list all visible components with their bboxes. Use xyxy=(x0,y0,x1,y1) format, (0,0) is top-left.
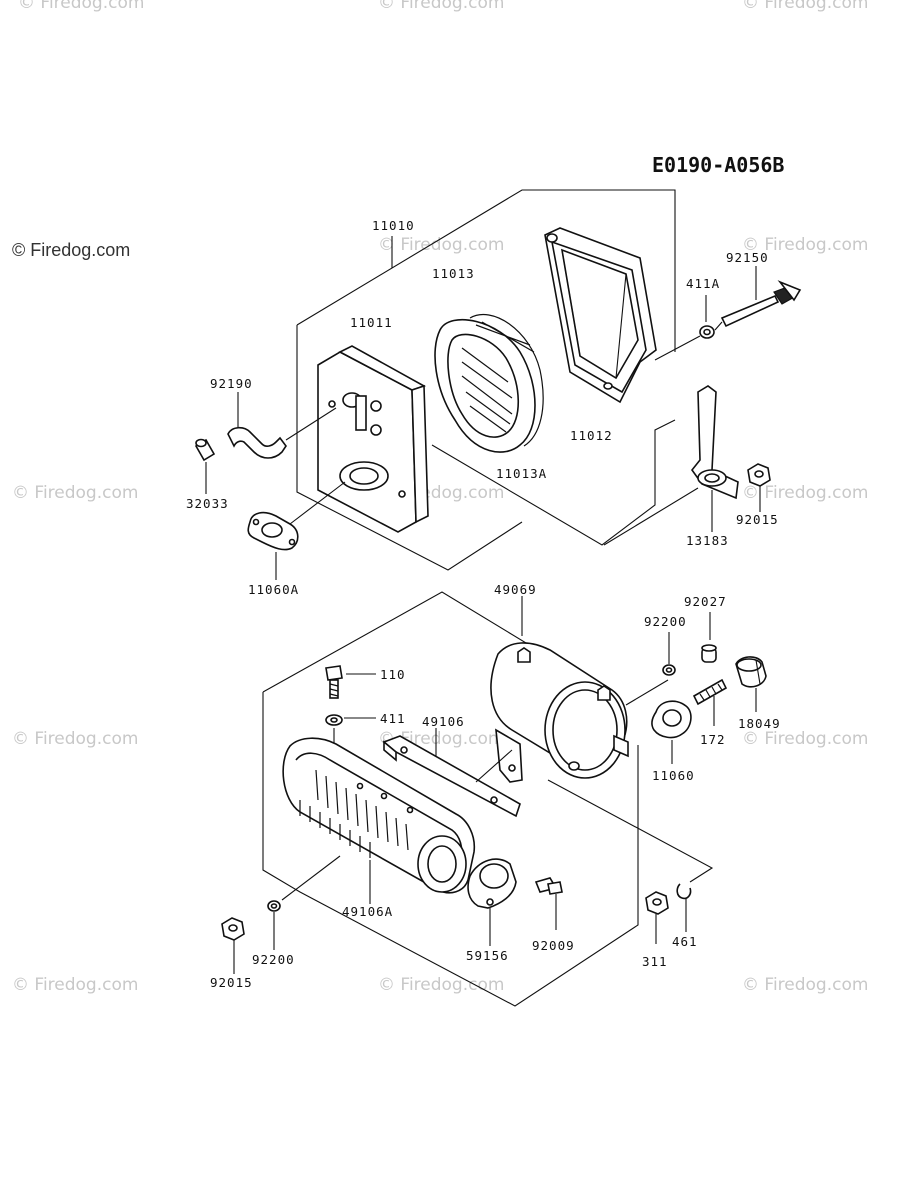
watermark: © Firedog.com xyxy=(742,975,868,995)
part-label: 59156 xyxy=(466,948,509,963)
leader-line xyxy=(285,407,337,441)
part-label: 172 xyxy=(700,732,726,747)
group-frame xyxy=(296,189,676,352)
leader-line xyxy=(654,335,701,361)
part-label: 13183 xyxy=(686,533,729,548)
watermark: © Firedog.com xyxy=(742,483,868,503)
nut-311 xyxy=(645,891,669,915)
tail-pipe-59156 xyxy=(467,858,517,909)
part-label: 411A xyxy=(686,276,720,291)
group-frame xyxy=(547,779,714,883)
watermark: © Firedog.com xyxy=(742,235,868,255)
collar-92027 xyxy=(701,644,717,663)
copyright-notice: © Firedog.com xyxy=(12,240,130,260)
part-label: 92015 xyxy=(736,512,779,527)
nut-92015-upper xyxy=(747,463,771,487)
part-label: 92190 xyxy=(210,376,253,391)
watermark: © Firedog.com xyxy=(18,0,144,13)
washer-hole xyxy=(665,667,673,673)
part-label: 92027 xyxy=(684,594,727,609)
group-frame xyxy=(431,419,676,546)
group-frame xyxy=(262,692,639,1007)
group-frame xyxy=(296,325,523,571)
leader-line xyxy=(625,679,669,706)
part-label: 110 xyxy=(380,667,406,682)
stud-172 xyxy=(692,678,728,706)
part-label: 11012 xyxy=(570,428,613,443)
muffler-cover-49106a xyxy=(282,737,476,894)
muffler-49069 xyxy=(490,642,629,783)
part-label: 11013 xyxy=(432,266,475,281)
cap-18049 xyxy=(735,656,767,688)
leader-line xyxy=(603,487,699,546)
part-label: 92009 xyxy=(532,938,575,953)
pipe-32033 xyxy=(194,438,216,462)
part-label: 49106 xyxy=(422,714,465,729)
part-label: 32033 xyxy=(186,496,229,511)
part-label: 92200 xyxy=(644,614,687,629)
part-label: 18049 xyxy=(738,716,781,731)
air-cleaner-element xyxy=(434,313,544,453)
leader-line xyxy=(475,749,513,783)
wing-bolt-92150 xyxy=(720,280,802,328)
air-cleaner-base-plate xyxy=(317,345,429,533)
part-labels: 11010 11013 11011 411A 92150 92190 11012… xyxy=(186,218,781,990)
part-label: 92150 xyxy=(726,250,769,265)
lock-washer-461 xyxy=(676,883,692,900)
washer-hole xyxy=(703,328,711,336)
bracket-13183 xyxy=(690,385,739,500)
shield-plate-49106 xyxy=(382,735,521,818)
leader-line xyxy=(289,481,346,525)
washer-hole xyxy=(330,717,338,723)
gasket-11060 xyxy=(651,700,692,739)
air-cleaner-cover xyxy=(544,227,657,404)
watermark: © Firedog.com xyxy=(378,235,504,255)
watermark: © Firedog.com xyxy=(12,729,138,749)
washer-hole xyxy=(270,903,278,909)
muffler-group xyxy=(221,591,767,1007)
part-label: 11010 xyxy=(372,218,415,233)
watermark: © Firedog.com xyxy=(12,483,138,503)
part-label: 11013A xyxy=(496,466,547,481)
part-label: 11011 xyxy=(350,315,393,330)
watermark: © Firedog.com xyxy=(12,975,138,995)
part-label: 92200 xyxy=(252,952,295,967)
part-label: 11060 xyxy=(652,768,695,783)
part-label: 411 xyxy=(380,711,406,726)
gasket-11060a xyxy=(247,511,299,551)
part-label: 92015 xyxy=(210,975,253,990)
watermark: © Firedog.com xyxy=(742,729,868,749)
watermark: © Firedog.com xyxy=(378,0,504,13)
part-label: 11060A xyxy=(248,582,299,597)
part-label: 461 xyxy=(672,934,698,949)
part-label: 49106A xyxy=(342,904,393,919)
part-label: 49069 xyxy=(494,582,537,597)
air-cleaner-group xyxy=(194,189,802,580)
reference-code: E0190-A056B xyxy=(652,153,784,177)
breather-hose-92190 xyxy=(227,426,287,459)
watermark: © Firedog.com xyxy=(742,0,868,13)
watermark: © Firedog.com xyxy=(378,975,504,995)
screw-92009 xyxy=(534,877,563,895)
leader-line xyxy=(281,855,341,901)
bolt-110 xyxy=(325,665,343,699)
nut-92015-lower xyxy=(221,917,245,941)
part-label: 311 xyxy=(642,954,668,969)
leader-line xyxy=(714,321,723,331)
